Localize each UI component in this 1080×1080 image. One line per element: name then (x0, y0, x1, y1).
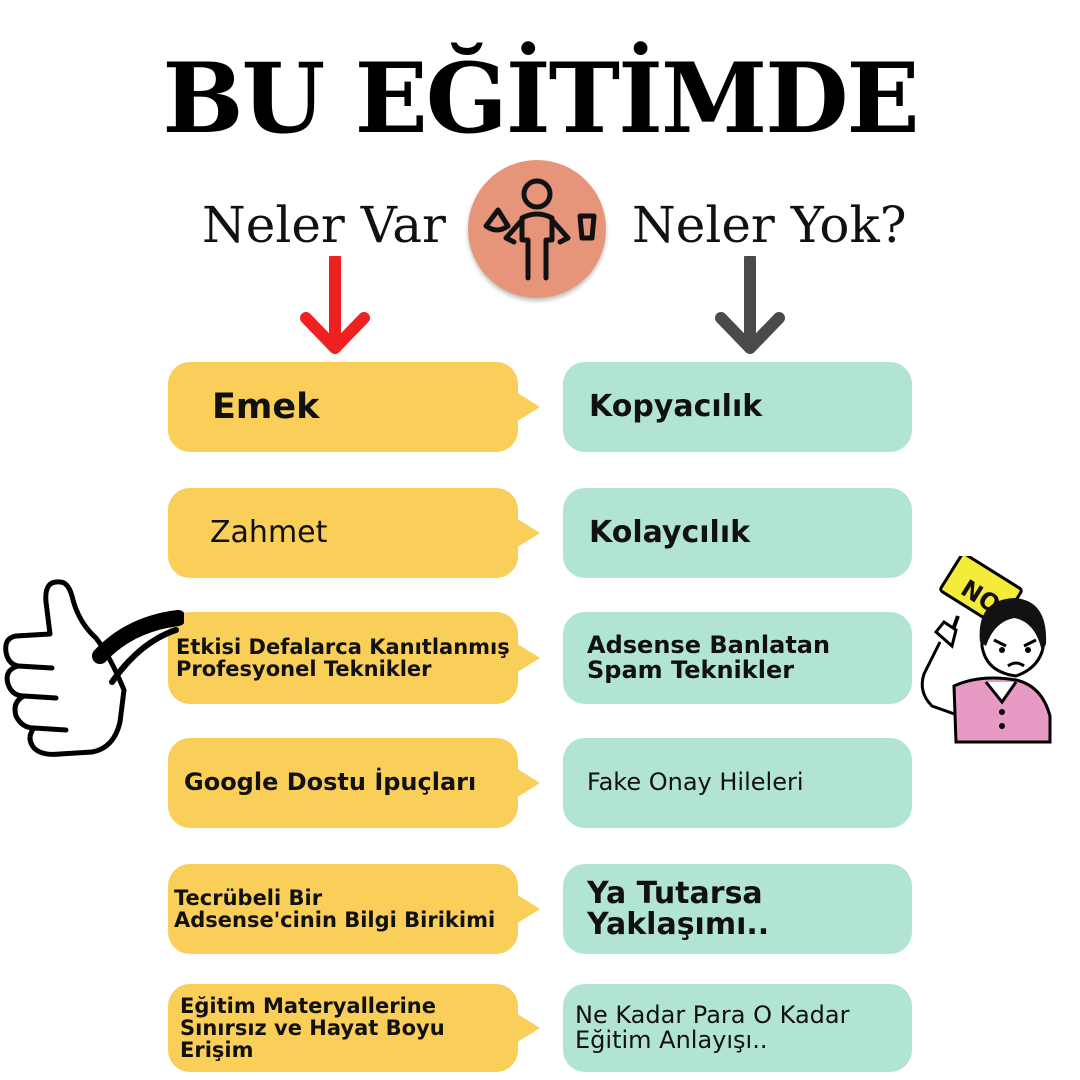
yes-text-line2: Sınırsız ve Hayat Boyu (180, 1015, 445, 1040)
no-box-4: Fake Onay Hileleri (563, 738, 912, 828)
left-heading: Neler Var (202, 196, 446, 254)
person-balancing-icon (483, 178, 597, 281)
yes-text: Emek (212, 386, 320, 427)
yes-text-line2: Adsense'cinin Bilgi Birikimi (174, 908, 496, 932)
yes-text-line1: Tecrübeli Bir (174, 885, 323, 910)
down-arrow-gray-icon (715, 256, 785, 354)
no-text: Kolaycılık (589, 515, 751, 551)
yes-text: Zahmet (210, 515, 328, 551)
yes-box-3: Etkisi Defalarca Kanıtlanmış Profesyonel… (168, 612, 518, 704)
person-balancing-badge (468, 160, 606, 298)
yes-text-line1: Etkisi Defalarca Kanıtlanmış (176, 634, 510, 659)
no-box-2: Kolaycılık (563, 488, 912, 578)
no-text: Kopyacılık (589, 389, 763, 425)
yes-box-2: Zahmet (168, 488, 518, 578)
yes-box-6: Eğitim Materyallerine Sınırsız ve Hayat … (168, 984, 518, 1072)
connector-tail (516, 518, 540, 548)
yes-text: Google Dostu İpuçları (184, 768, 477, 797)
no-box-6: Ne Kadar Para O Kadar Eğitim Anlayışı.. (563, 984, 912, 1072)
no-text: Fake Onay Hileleri (587, 768, 804, 797)
yes-text-line3: Erişim (180, 1038, 254, 1063)
no-box-5: Ya Tutarsa Yaklaşımı.. (563, 864, 912, 954)
connector-tail (516, 392, 540, 422)
woman-no-sign-illustration: NO! (920, 556, 1052, 744)
no-text-line2: Spam Teknikler (587, 656, 795, 684)
yes-text-line1: Eğitim Materyallerine (180, 993, 436, 1018)
thumbs-up-icon (3, 579, 184, 757)
no-text-line1: Ya Tutarsa (587, 875, 763, 911)
no-text-line1: Ne Kadar Para O Kadar (575, 1000, 850, 1029)
no-text-line1: Adsense Banlatan (587, 630, 831, 659)
yes-box-4: Google Dostu İpuçları (168, 738, 518, 828)
yes-text-line2: Profesyonel Teknikler (176, 657, 432, 681)
right-heading: Neler Yok? (632, 196, 907, 254)
connector-tail (516, 1013, 540, 1043)
yes-box-5: Tecrübeli Bir Adsense'cinin Bilgi Biriki… (168, 864, 518, 954)
page-title: BU EĞİTİMDE (162, 42, 919, 155)
no-box-1: Kopyacılık (563, 362, 912, 452)
no-text-line2: Eğitim Anlayışı.. (575, 1026, 768, 1054)
yes-box-1: Emek (168, 362, 518, 452)
connector-tail (516, 768, 540, 798)
connector-tail (516, 894, 540, 924)
no-text-line2: Yaklaşımı.. (587, 907, 770, 942)
down-arrow-red-icon (300, 256, 370, 354)
connector-tail (516, 643, 540, 673)
no-box-3: Adsense Banlatan Spam Teknikler (563, 612, 912, 704)
